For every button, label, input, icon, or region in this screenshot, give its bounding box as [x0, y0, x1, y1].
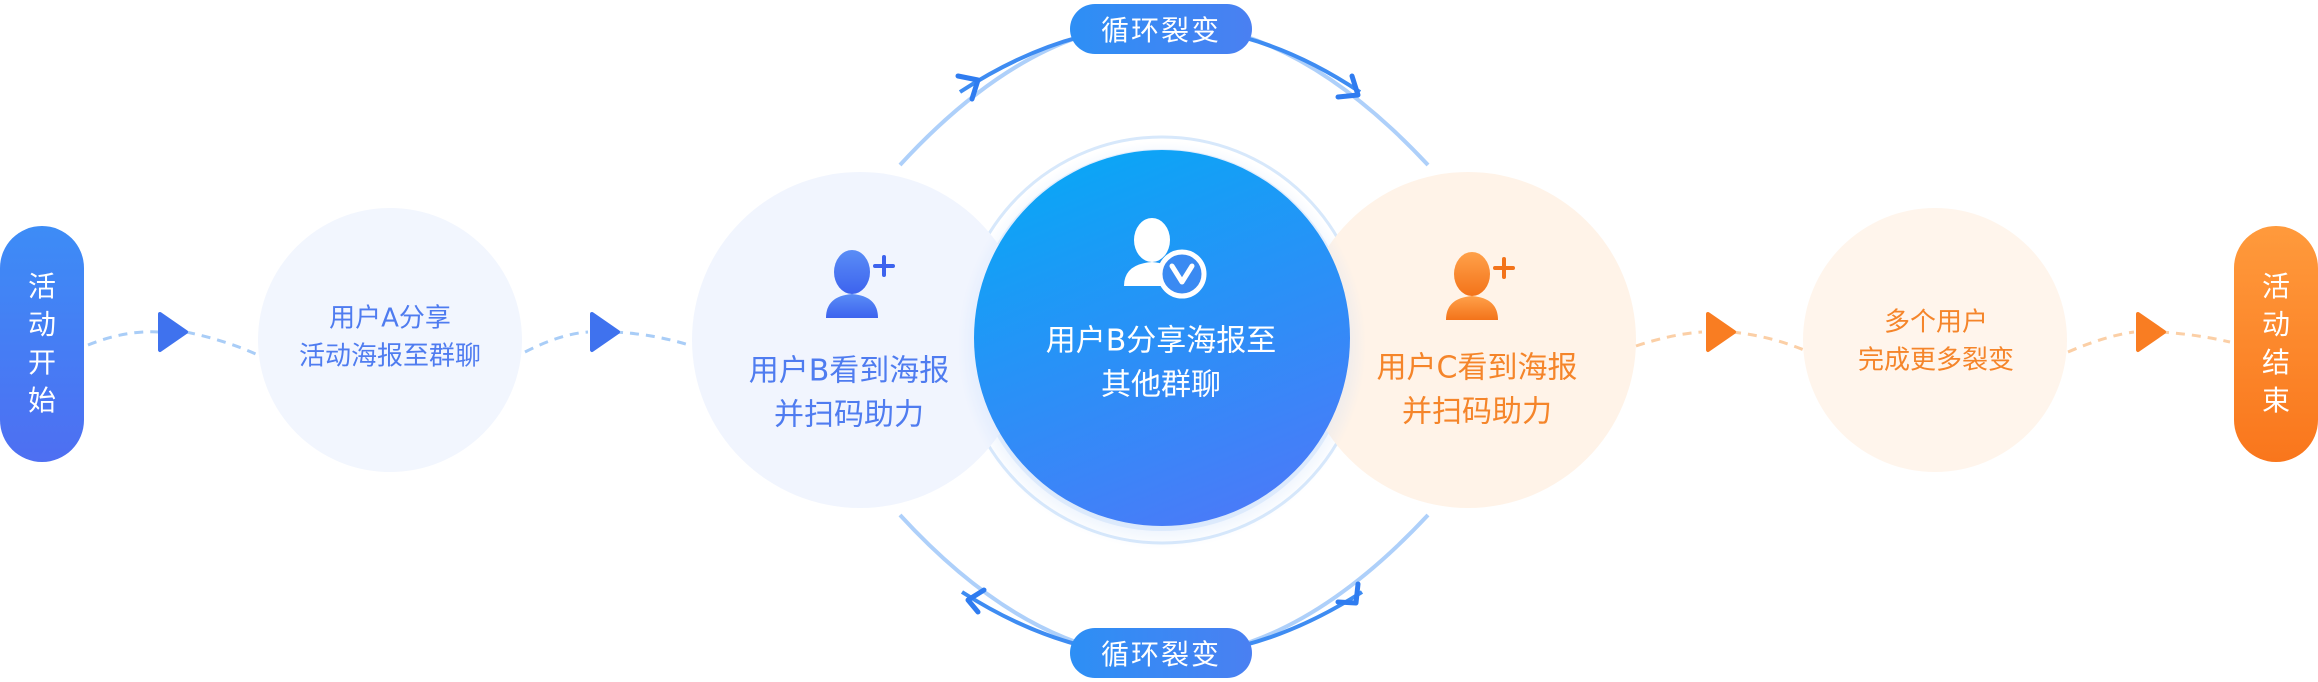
end-char: 动 [2261, 308, 2290, 342]
step-b-line2: 并扫码助力 [774, 397, 924, 432]
user-add-icon [826, 250, 895, 318]
connector-start-a-tail [185, 330, 259, 357]
step-d-line1: 多个用户 [1883, 307, 1989, 338]
start-char: 动 [27, 308, 56, 342]
user-verified-icon [1124, 218, 1207, 299]
loop-bottom-right-arrow [1335, 581, 1361, 606]
step-b-line1: 用户B看到海报 [748, 353, 950, 389]
loop-top-right-arrow [1335, 73, 1361, 100]
loop-top-pill [1070, 4, 1252, 54]
loop-bottom-left-arrow [965, 587, 987, 615]
connector-a-b-tail [613, 330, 693, 348]
step-b-label: 用户B看到海报 并扫码助力 [749, 350, 950, 437]
loop-bottom-label: 循环裂变 [1100, 638, 1221, 671]
step-a-label: 用户A分享 活动海报至群聊 [299, 300, 481, 375]
connector-a-b [524, 330, 589, 354]
end-char: 束 [2261, 383, 2290, 417]
user-add-icon [1446, 252, 1515, 320]
loop-top-left-arrow [955, 73, 981, 102]
center-circle [974, 150, 1350, 526]
step-a-line2: 活动海报至群聊 [298, 341, 482, 371]
end-label: 活 动 结 束 [2234, 226, 2318, 462]
step-a-line1: 用户A分享 [329, 303, 451, 334]
end-pill [2234, 226, 2318, 462]
connector-c-d [1635, 330, 1703, 348]
step-c-circle [1300, 172, 1636, 508]
step-d-line2: 完成更多裂变 [1857, 345, 2015, 375]
connector-start-a [87, 330, 161, 347]
center-line1: 用户B分享海报至 [1045, 323, 1277, 359]
flow-arrow-2 [590, 312, 620, 352]
start-label: 活 动 开 始 [0, 226, 84, 462]
loop-top-label: 循环裂变 [1100, 14, 1221, 47]
loop-bottom-pill [1070, 628, 1252, 678]
step-d-label: 多个用户 完成更多裂变 [1858, 304, 2014, 379]
step-d-circle [1803, 208, 2067, 472]
connector-d-end [2067, 330, 2135, 354]
step-b-circle [692, 172, 1028, 508]
flow-arrow-1 [158, 312, 188, 352]
flow-arrow-3 [1706, 312, 1736, 352]
connector-d-end-tail [2159, 330, 2231, 344]
start-char: 始 [27, 383, 56, 417]
center-line2: 其他群聊 [1101, 367, 1221, 402]
end-char: 结 [2261, 346, 2290, 379]
step-c-line2: 并扫码助力 [1401, 394, 1552, 429]
start-char: 开 [27, 346, 56, 379]
connector-c-d-tail [1731, 330, 1805, 352]
step-c-label: 用户C看到海报 并扫码助力 [1377, 347, 1578, 434]
end-char: 活 [2261, 270, 2290, 304]
center-label: 用户B分享海报至 其他群聊 [1046, 320, 1277, 407]
step-a-circle [258, 208, 522, 472]
start-pill [0, 226, 84, 462]
start-char: 活 [27, 270, 56, 304]
flow-arrow-4 [2136, 312, 2166, 352]
step-c-line1: 用户C看到海报 [1376, 350, 1578, 386]
